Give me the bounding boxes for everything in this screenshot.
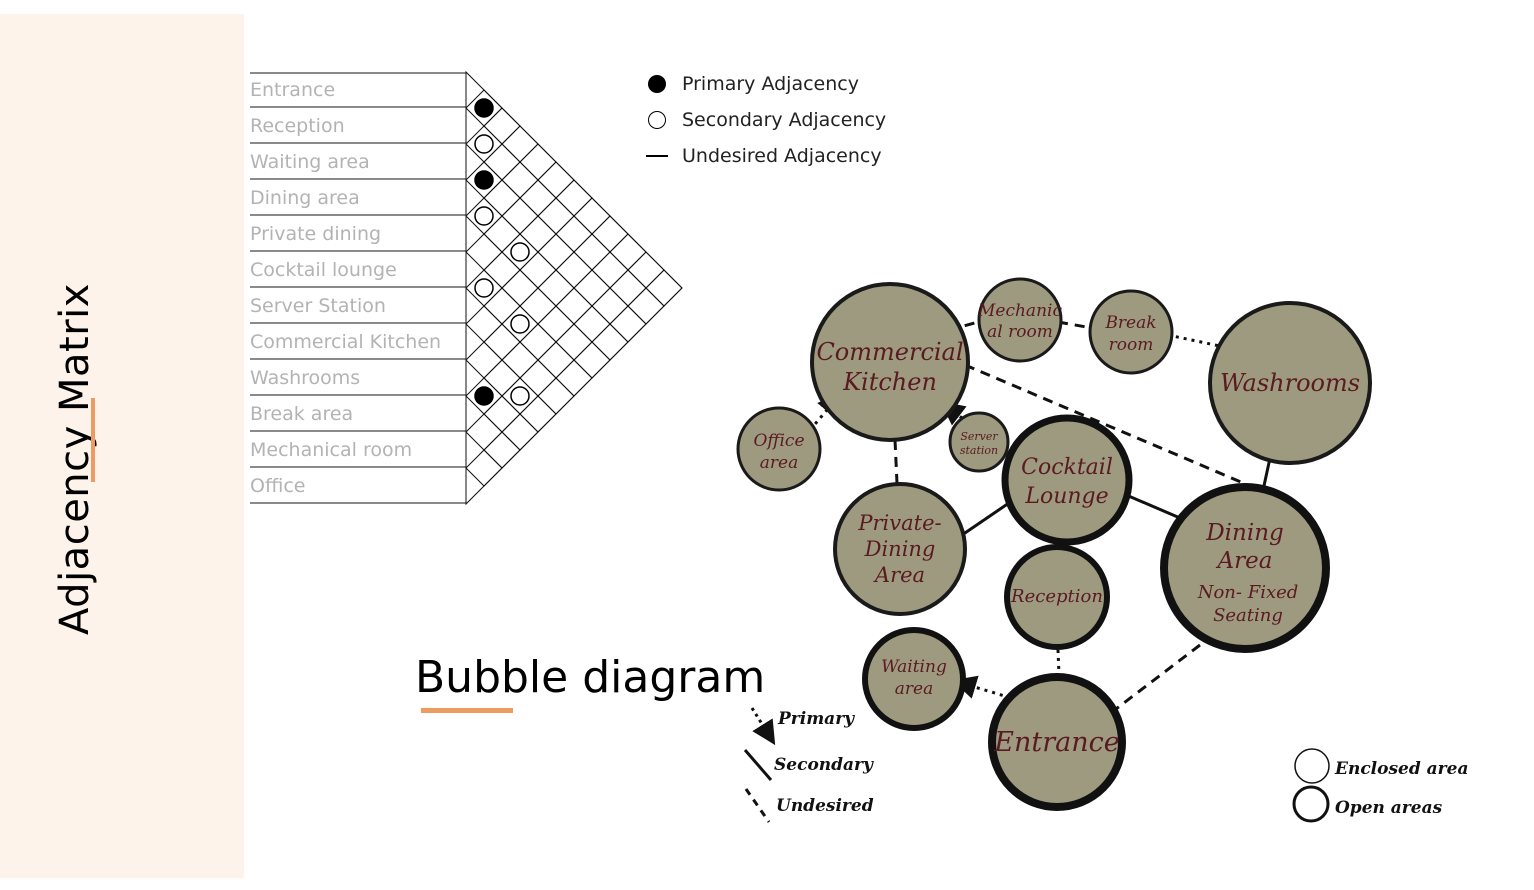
bubble-reception: Reception [1004, 544, 1110, 650]
svg-text:Lounge: Lounge [1024, 484, 1108, 509]
matrix-label-reception: Reception [250, 108, 466, 144]
matrix-label-private-dining: Private dining [250, 216, 466, 252]
open-circle-icon [648, 111, 666, 129]
matrix-label-break-area: Break area [250, 396, 466, 432]
enclosed-area-icon [1294, 748, 1330, 784]
svg-text:Commercial: Commercial [816, 338, 963, 366]
matrix-border [465, 70, 683, 506]
svg-text:Washrooms: Washrooms [1220, 369, 1360, 397]
bubble-washrooms: Washrooms [1208, 301, 1372, 465]
matrix-top-rule [250, 72, 466, 74]
link-dining-entrance [1111, 643, 1201, 714]
secondary-adjacency-marker [510, 386, 530, 406]
line-legend-undesired: Undesired [776, 796, 874, 816]
matrix-label-entrance: Entrance [250, 72, 466, 108]
open-area-icon [1292, 785, 1330, 823]
bubble-mechanical-room: Mechanic al room [977, 277, 1063, 363]
matrix-label-waiting-area: Waiting area [250, 144, 466, 180]
legend-secondary-label: Secondary Adjacency [682, 109, 887, 131]
link-mechanical-break [1057, 320, 1093, 330]
matrix-label-washrooms: Washrooms [250, 360, 466, 396]
filled-circle-icon [648, 75, 666, 93]
dash-line-icon [646, 155, 668, 157]
line-legend: Primary Secondary Undesired [743, 707, 874, 823]
secondary-adjacency-marker [474, 134, 494, 154]
area-legend: Enclosed area Open areas [1292, 748, 1468, 823]
secondary-adjacency-marker [474, 206, 494, 226]
link-break-washrooms [1167, 333, 1254, 360]
bubble-server-station: Server station [948, 411, 1010, 473]
matrix-label-commercial-kitchen: Commercial Kitchen [250, 324, 466, 360]
matrix-label-dining-area: Dining area [250, 180, 466, 216]
svg-text:area: area [895, 679, 933, 699]
svg-text:Break: Break [1104, 313, 1156, 333]
link-kitchen-dining [964, 363, 1249, 487]
line-legend-primary: Primary [777, 709, 855, 729]
link-server-kitchen [940, 401, 976, 430]
svg-text:Area: Area [873, 563, 925, 587]
svg-text:Non- Fixed: Non- Fixed [1197, 582, 1299, 603]
primary-adjacency-marker [474, 170, 494, 190]
matrix-label-server-station: Server Station [250, 288, 466, 324]
bubble-entrance: Entrance [988, 673, 1126, 811]
secondary-adjacency-marker [510, 242, 530, 262]
bubble-dining-area: Dining Area Non- Fixed Seating [1160, 483, 1330, 653]
svg-text:Server: Server [960, 430, 998, 443]
svg-text:Entrance: Entrance [993, 727, 1119, 758]
secondary-line-icon [743, 749, 773, 781]
legend-primary-label: Primary Adjacency [682, 73, 859, 95]
matrix-label-office: Office [250, 468, 466, 504]
svg-text:Kitchen: Kitchen [842, 368, 937, 396]
secondary-adjacency-marker [474, 278, 494, 298]
legend-secondary-row: Secondary Adjacency [646, 106, 906, 134]
bubble-break-room: Break room [1088, 289, 1174, 375]
title-accent-bar [91, 398, 95, 482]
secondary-adjacency-marker [510, 314, 530, 334]
area-legend-enclosed: Enclosed area [1334, 759, 1468, 779]
svg-text:Mechanic: Mechanic [977, 301, 1062, 321]
svg-text:area: area [760, 453, 798, 473]
svg-text:Cocktail: Cocktail [1021, 455, 1113, 480]
bubble-office-area: Office area [736, 406, 822, 492]
matrix-label-mechanical-room: Mechanical room [250, 432, 466, 468]
svg-text:Seating: Seating [1213, 605, 1283, 626]
primary-adjacency-marker [474, 98, 494, 118]
bubble-diagram-title: Bubble diagram [415, 652, 766, 703]
legend-undesired-row: Undesired Adjacency [646, 142, 906, 170]
svg-text:Waiting: Waiting [881, 657, 947, 677]
line-legend-secondary: Secondary [774, 755, 874, 775]
legend-primary-row: Primary Adjacency [646, 70, 906, 98]
legend-undesired-label: Undesired Adjacency [682, 145, 882, 167]
bubble-private-dining: Private- Dining Area [833, 482, 967, 616]
svg-text:Dining: Dining [1205, 520, 1284, 546]
sidebar-panel: Adjacency Matrix [0, 14, 244, 878]
svg-text:Private-: Private- [857, 511, 941, 535]
svg-text:Reception: Reception [1010, 586, 1103, 607]
bubble-cocktail-lounge: Cocktail Lounge [1001, 414, 1133, 546]
svg-text:station: station [960, 444, 998, 457]
bubble-waiting-area: Waiting area [862, 627, 966, 731]
svg-text:al room: al room [987, 322, 1053, 342]
svg-text:Dining: Dining [864, 537, 936, 561]
svg-text:room: room [1109, 335, 1154, 355]
svg-text:Area: Area [1216, 548, 1273, 574]
bubble-title-accent [421, 708, 513, 713]
area-legend-open: Open areas [1335, 798, 1443, 818]
undesired-line-icon [744, 788, 771, 823]
primary-line-icon [750, 707, 776, 746]
bubble-commercial-kitchen: Commercial Kitchen [810, 282, 970, 442]
primary-adjacency-marker [474, 386, 494, 406]
svg-text:Office: Office [754, 431, 805, 451]
matrix-label-cocktail-lounge: Cocktail lounge [250, 252, 466, 288]
